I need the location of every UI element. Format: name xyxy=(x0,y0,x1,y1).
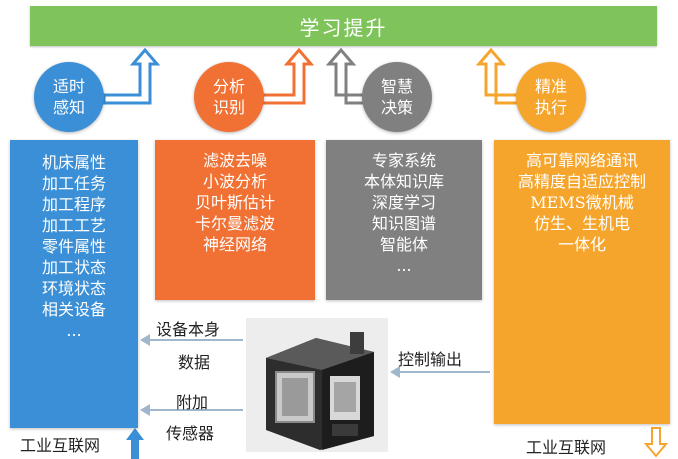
stage-title-decision: 智慧 决策 xyxy=(380,77,413,117)
label-data: 数据 xyxy=(178,353,211,372)
execution-item: 高可靠网络通讯 xyxy=(525,151,638,170)
decision-item: 本体知识库 xyxy=(363,172,444,191)
analysis-item: 贝叶斯估计 xyxy=(194,193,275,212)
arrow-execution-to-banner xyxy=(475,47,522,105)
execution-item: MEMS微机械 xyxy=(530,193,634,212)
perception-item: ... xyxy=(66,321,82,340)
analysis-item: 小波分析 xyxy=(202,172,267,191)
decision-item: ... xyxy=(396,256,412,275)
arrow-analysis-to-banner xyxy=(260,47,315,105)
stage-circle-perception: 适时 感知 xyxy=(34,62,104,132)
decision-item: 智能体 xyxy=(379,235,428,254)
label-additional: 附加 xyxy=(176,393,209,412)
execution-item: 一体化 xyxy=(557,235,606,254)
perception-box: 机床属性 加工任务 加工程序 加工工艺 零件属性 加工状态 环境状态 相关设备 … xyxy=(10,140,138,428)
perception-item: 加工任务 xyxy=(41,174,106,193)
execution-item: 仿生、生机电 xyxy=(533,214,630,233)
label-sensor: 传感器 xyxy=(166,424,215,443)
perception-item: 环境状态 xyxy=(41,279,106,298)
stage-title-analysis: 分析 识别 xyxy=(212,77,245,117)
label-control-output: 控制输出 xyxy=(398,350,463,369)
decision-item: 知识图谱 xyxy=(371,214,436,233)
arrow-perception-to-banner xyxy=(102,47,161,105)
decision-box: 专家系统 本体知识库 深度学习 知识图谱 智能体 ... xyxy=(326,140,482,300)
analysis-item: 卡尔曼滤波 xyxy=(194,214,275,233)
perception-item: 机床属性 xyxy=(41,153,106,172)
stage-circle-analysis: 分析 识别 xyxy=(194,62,264,132)
cnc-machine-image xyxy=(246,318,388,452)
perception-item: 加工程序 xyxy=(41,195,106,214)
analysis-box: 滤波去噪 小波分析 贝叶斯估计 卡尔曼滤波 神经网络 xyxy=(155,140,315,300)
stage-title-execution: 精准 执行 xyxy=(534,77,567,117)
decision-item: 深度学习 xyxy=(371,193,436,212)
label-iiot-right: 工业互联网 xyxy=(526,438,607,457)
learning-improvement-banner: 学习提升 xyxy=(30,6,657,46)
perception-item: 加工状态 xyxy=(41,258,106,277)
stage-circle-decision: 智慧 决策 xyxy=(362,62,432,132)
stage-title-perception: 适时 感知 xyxy=(52,77,85,117)
perception-item: 加工工艺 xyxy=(41,216,106,235)
execution-item: 高精度自适应控制 xyxy=(517,172,646,191)
iiot-right-down-arrow xyxy=(643,427,669,458)
stage-circle-execution: 精准 执行 xyxy=(516,62,586,132)
execution-box: 高可靠网络通讯 高精度自适应控制 MEMS微机械 仿生、生机电 一体化 xyxy=(494,140,670,424)
decision-item: 专家系统 xyxy=(371,151,436,170)
arrow-decision-to-banner xyxy=(325,47,370,105)
label-iiot-left: 工业互联网 xyxy=(20,436,101,455)
banner-title: 学习提升 xyxy=(299,15,388,40)
analysis-item: 神经网络 xyxy=(202,235,267,254)
perception-item: 相关设备 xyxy=(41,300,106,319)
perception-item: 零件属性 xyxy=(41,237,106,256)
analysis-item: 滤波去噪 xyxy=(202,151,267,170)
label-device-itself: 设备本身 xyxy=(156,320,221,339)
iiot-left-up-arrow xyxy=(126,428,144,459)
